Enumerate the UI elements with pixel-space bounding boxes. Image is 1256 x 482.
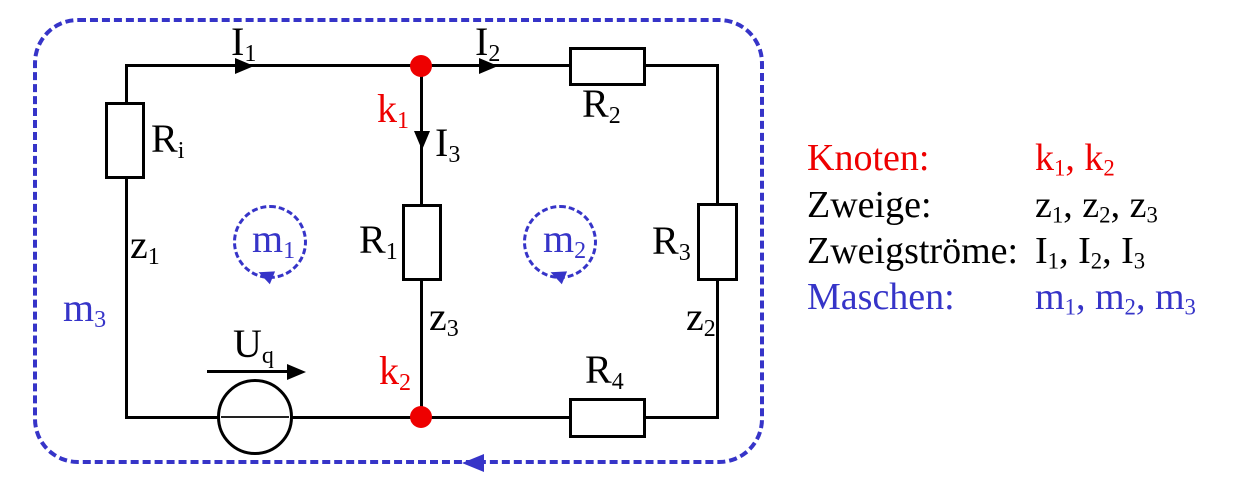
legend-zweigstroeme-label: Zweigströme: (807, 230, 1019, 272)
wire-left-branch-z1 (125, 64, 128, 419)
legend-zweige-label: Zweige: (807, 184, 932, 226)
label-node-k1: k1 (377, 86, 409, 134)
mesh-m2-loop (523, 205, 597, 279)
node-k2-dot (410, 406, 432, 428)
label-resistor-r4: R4 (585, 347, 624, 395)
label-resistor-r1: R1 (359, 217, 398, 265)
label-resistor-r3: R3 (652, 218, 691, 266)
label-current-i2: I2 (475, 19, 501, 67)
resistor-r3-box (697, 203, 738, 281)
node-k1-dot (410, 55, 432, 77)
voltage-source-wire (221, 416, 289, 418)
current-i1-arrow-icon (235, 57, 254, 74)
mesh-m3-arrow-icon (462, 454, 484, 472)
resistor-ri-box (105, 102, 145, 179)
label-current-i1: I1 (231, 19, 257, 67)
label-resistor-ri: Ri (151, 116, 185, 164)
label-branch-z3: z3 (429, 294, 459, 342)
legend-zweigstroeme-values: I1, I2, I3 (1035, 230, 1146, 274)
current-i2-arrow-icon (479, 57, 498, 74)
label-branch-z2: z2 (686, 294, 716, 342)
label-branch-z1: z1 (130, 222, 160, 270)
legend-maschen-values: m1, m2, m3 (1035, 276, 1196, 320)
uq-arrow-head-icon (287, 363, 306, 380)
uq-arrow-shaft (207, 370, 291, 373)
resistor-r4-box (569, 398, 646, 438)
label-node-k2: k2 (379, 348, 411, 396)
legend-knoten-label: Knoten: (807, 137, 930, 179)
current-i3-arrow-icon (413, 131, 430, 150)
legend-zweige-values: z1, z2, z3 (1035, 184, 1158, 228)
mesh-m3-loop (33, 18, 764, 464)
label-resistor-r2: R2 (582, 81, 621, 129)
label-mesh-m2: m2 (543, 216, 587, 264)
label-mesh-m1: m1 (252, 216, 296, 264)
label-mesh-m3: m3 (63, 285, 107, 333)
label-current-i3: I3 (435, 120, 461, 168)
mesh-m1-loop (233, 205, 307, 279)
legend-knoten-values: k1, k2 (1035, 137, 1115, 181)
legend-maschen-label: Maschen: (807, 276, 955, 318)
resistor-r1-box (402, 204, 442, 281)
label-source-uq: Uq (233, 321, 274, 369)
resistor-r2-box (569, 47, 646, 86)
